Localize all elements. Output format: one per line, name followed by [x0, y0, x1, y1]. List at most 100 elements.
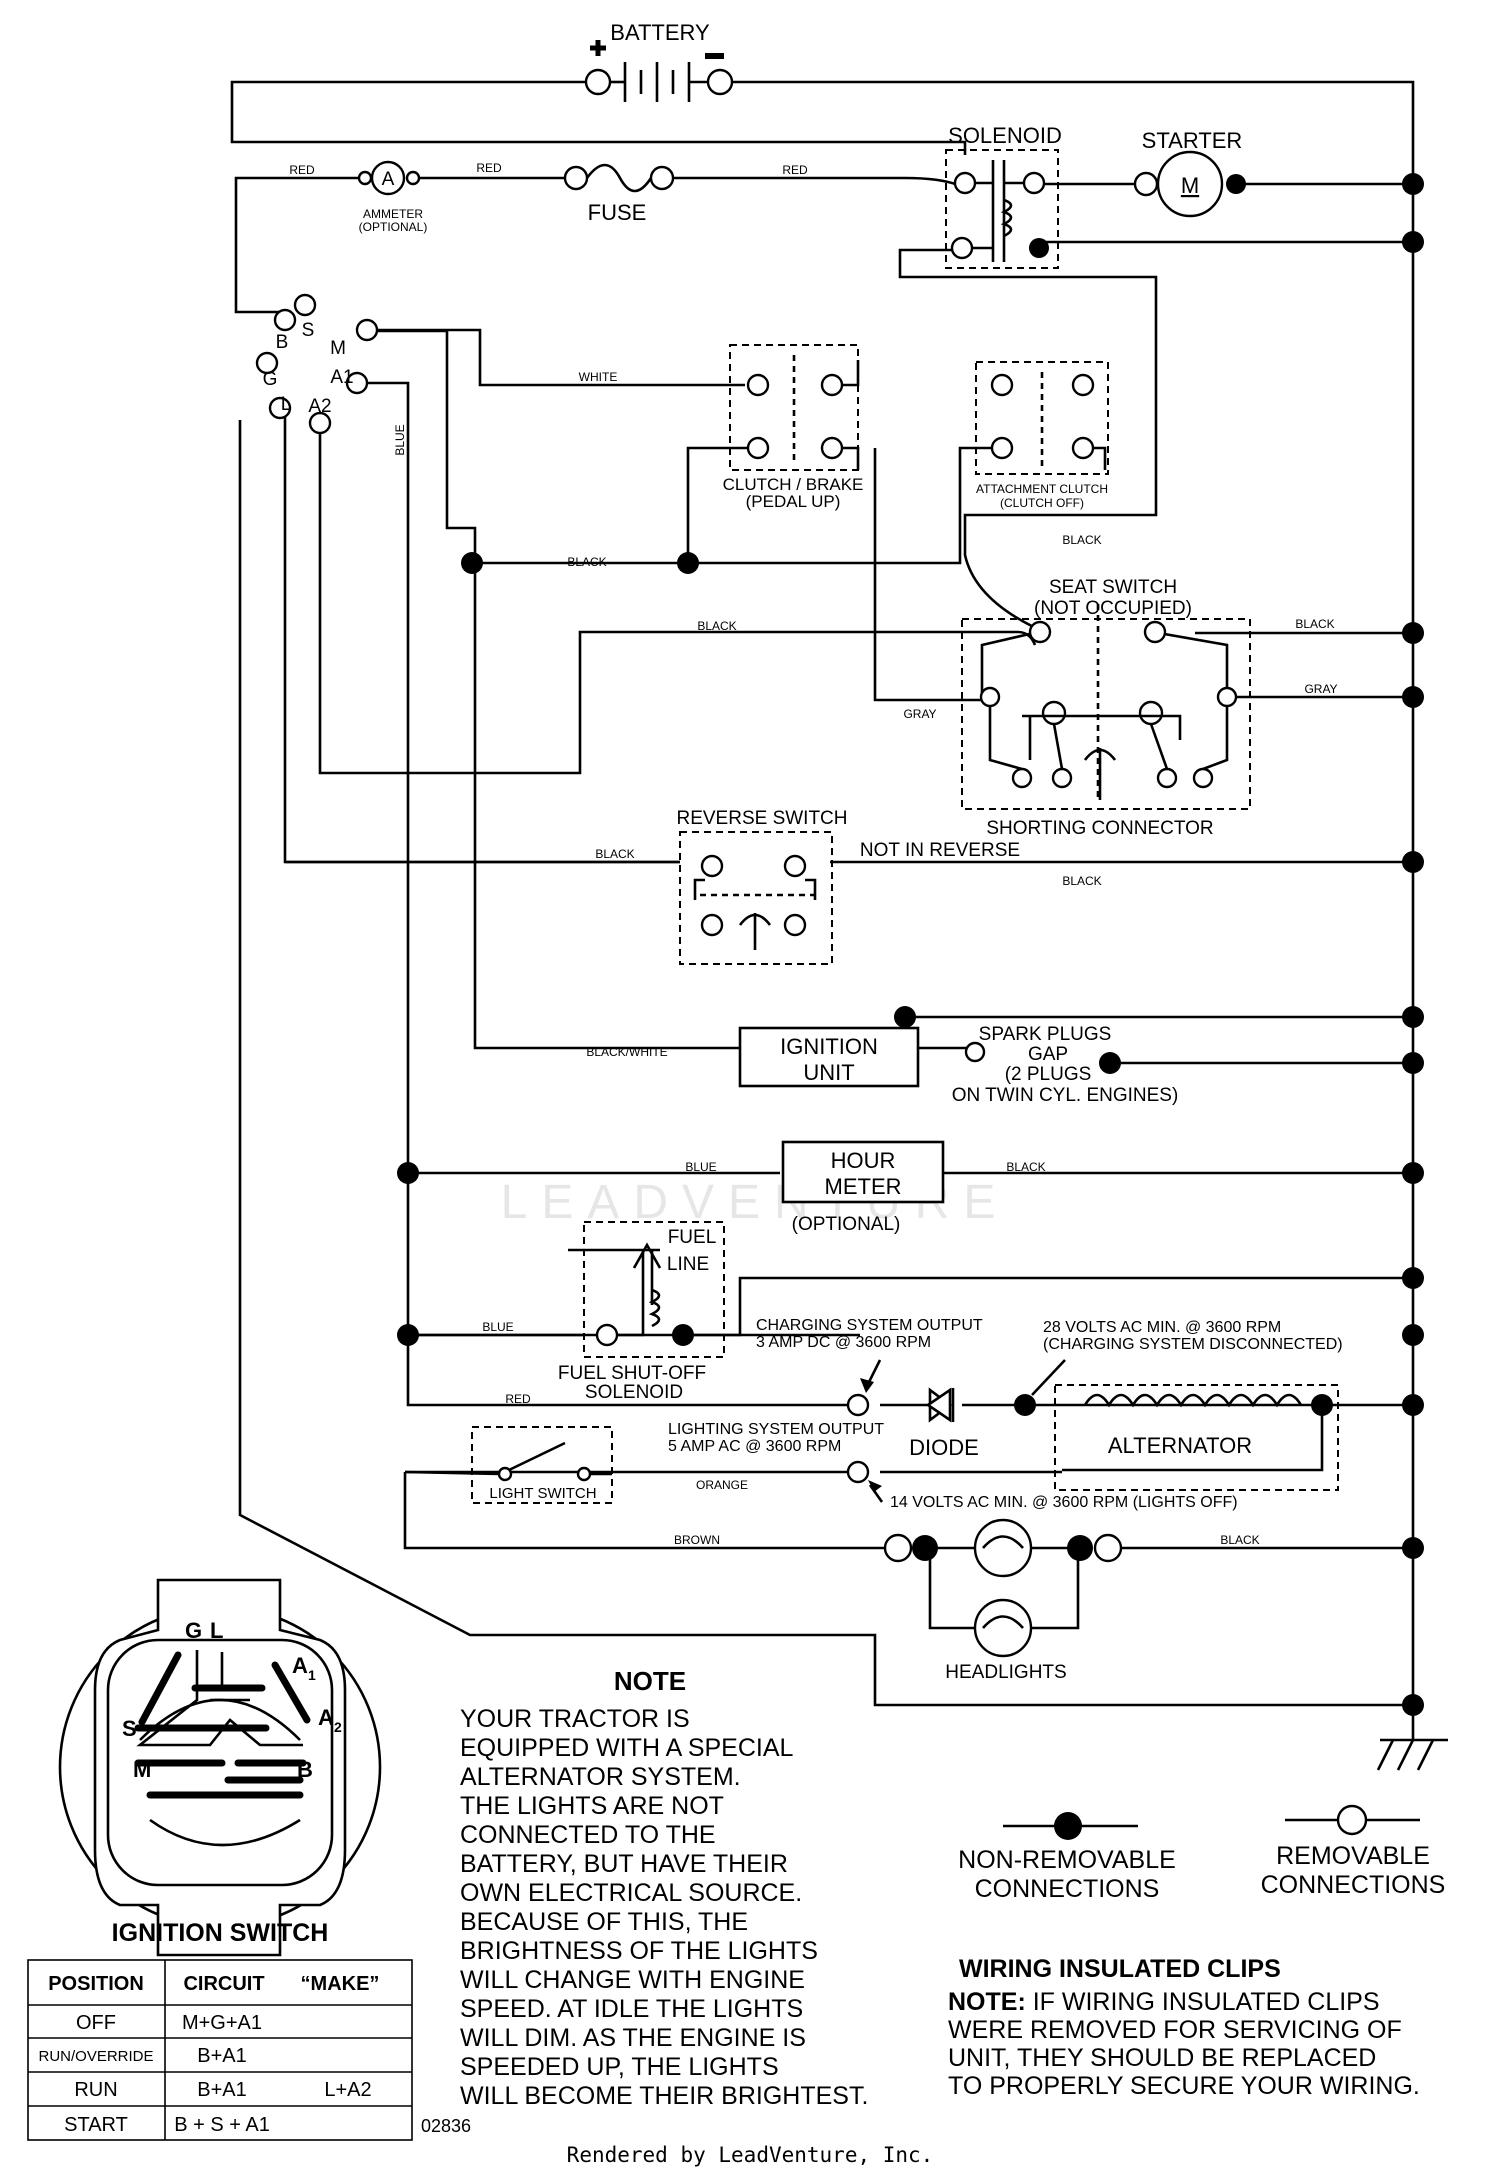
battery-negative-terminal [706, 68, 734, 96]
legend-non-removable-2: CONNECTIONS [975, 1875, 1160, 1903]
spark-plugs-line-1: SPARK PLUGS [979, 1024, 1112, 1045]
ammeter-label: AMMETER [363, 207, 423, 221]
legend-removable-2: CONNECTIONS [1261, 1871, 1446, 1899]
terminal-m: M [330, 338, 346, 359]
note-line: ALTERNATOR SYSTEM. [460, 1763, 741, 1791]
wire-labels: RED RED RED WHITE BLUE BLACK BLACK BLACK… [289, 161, 1337, 1547]
attachment-clutch-sub: (CLUTCH OFF) [1000, 496, 1084, 510]
diode-icon [925, 1387, 952, 1423]
clips-line: NOTE: IF WIRING INSULATED CLIPS [948, 1988, 1380, 2016]
seat-switch: SEAT SWITCH (NOT OCCUPIED) SHORTING CONN… [961, 577, 1424, 839]
note-line: CONNECTED TO THE [460, 1821, 716, 1849]
fuel-line-2: LINE [667, 1254, 709, 1275]
not-in-reverse-label: NOT IN REVERSE [860, 840, 1020, 861]
switch-letter-a1-sub: 1 [308, 1667, 316, 1683]
headlight-icon [973, 1598, 1033, 1658]
battery-positive-terminal [584, 68, 612, 96]
seat-switch-label: SEAT SWITCH [1049, 577, 1177, 598]
headlight-icon [973, 1518, 1033, 1578]
attachment-clutch-label: ATTACHMENT CLUTCH [976, 482, 1108, 496]
table-cell-position: RUN/OVERRIDE [38, 2048, 153, 2065]
junctions [461, 552, 699, 574]
solenoid-label: SOLENOID [948, 123, 1062, 148]
clips-title: WIRING INSULATED CLIPS [959, 1955, 1281, 1983]
clips-line: WERE REMOVED FOR SERVICING OF [948, 2016, 1402, 2044]
note-block: NOTE YOUR TRACTOR IS EQUIPPED WITH A SPE… [460, 1666, 868, 2110]
starter: STARTER M [1133, 128, 1424, 253]
note-title: NOTE [614, 1666, 686, 1696]
switch-letter-m: M [133, 1757, 151, 1782]
solenoid: SOLENOID [945, 123, 1062, 269]
note-line: WILL DIM. AS THE ENGINE IS [460, 2024, 806, 2052]
note-line: SPEEDED UP, THE LIGHTS [460, 2053, 779, 2081]
terminal-a2: A2 [308, 396, 331, 417]
switch-letter-s: S [122, 1716, 137, 1741]
spark-plugs-line-4: ON TWIN CYL. ENGINES) [952, 1085, 1179, 1106]
clips-note-label: NOTE: [948, 1988, 1026, 2016]
hour-meter: HOUR METER (OPTIONAL) [397, 1140, 1424, 1235]
reverse-switch: REVERSE SWITCH NOT IN REVERSE [676, 808, 1424, 965]
hour-meter-optional: (OPTIONAL) [792, 1214, 901, 1235]
ac-28-line-2: (CHARGING SYSTEM DISCONNECTED) [1043, 1336, 1343, 1353]
ignition-switch-face: G L A 1 A 2 S M B [58, 1578, 382, 1957]
note-line: OWN ELECTRICAL SOURCE. [460, 1879, 802, 1907]
wires [230, 80, 1448, 1771]
lighting-output-line-1: LIGHTING SYSTEM OUTPUT [668, 1421, 884, 1438]
wire-label-orange: ORANGE [696, 1478, 748, 1492]
table-cell-circuit: B + S + A1 [174, 2114, 270, 2136]
wire-label-blue: BLUE [393, 424, 407, 455]
terminal-a1: A1 [330, 367, 353, 388]
ammeter: A AMMETER (OPTIONAL) [357, 160, 428, 234]
footer-credit: Rendered by LeadVenture, Inc. [567, 2143, 934, 2167]
note-line: SPEED. AT IDLE THE LIGHTS [460, 1995, 803, 2023]
fuel-solenoid-label-1: FUEL SHUT-OFF [558, 1363, 706, 1384]
clips-line-first: IF WIRING INSULATED CLIPS [1026, 1988, 1380, 2016]
ammeter-optional: (OPTIONAL) [359, 220, 428, 234]
table-header-make: “MAKE” [301, 1973, 380, 1995]
hour-meter-line-1: HOUR [831, 1148, 896, 1173]
switch-letter-a2-sub: 2 [334, 1719, 342, 1735]
wire-label-black: BLACK [567, 555, 606, 569]
wire-label-black: BLACK [1062, 533, 1101, 547]
fuse-label: FUSE [588, 200, 647, 225]
removable-connection-icon [1336, 1804, 1368, 1836]
wire-label-brown: BROWN [674, 1533, 720, 1547]
fuel-solenoid-label-2: SOLENOID [585, 1382, 683, 1403]
switch-letter-a2: A [318, 1705, 334, 1730]
wire-label-white: WHITE [579, 370, 618, 384]
starter-motor-symbol: M [1181, 173, 1199, 198]
wire-label-gray: GRAY [1304, 682, 1337, 696]
shorting-connector-label: SHORTING CONNECTOR [986, 818, 1213, 839]
battery-label: BATTERY [610, 20, 710, 45]
wire-label-red: RED [782, 163, 808, 177]
terminal-l: L [281, 394, 292, 415]
spark-plugs-line-3: (2 PLUGS [1005, 1064, 1092, 1085]
legend-removable-1: REMOVABLE [1276, 1842, 1430, 1870]
connection-legend: NON-REMOVABLE CONNECTIONS REMOVABLE CONN… [958, 1804, 1446, 1903]
diode-label: DIODE [909, 1435, 979, 1460]
charging-output-line-2: 3 AMP DC @ 3600 RPM [756, 1334, 931, 1351]
table-cell-circuit: B+A1 [197, 2079, 246, 2101]
wire-label-blue: BLUE [685, 1160, 716, 1174]
wire-label-red: RED [289, 163, 315, 177]
note-line: THE LIGHTS ARE NOT [460, 1792, 724, 1820]
wire-label-red: RED [476, 161, 502, 175]
table-header-position: POSITION [48, 1973, 144, 1995]
lighting-output-line-2: 5 AMP AC @ 3600 RPM [668, 1438, 841, 1455]
wire-label-black: BLACK [1295, 617, 1334, 631]
ignition-switch-table: IGNITION SWITCH POSITION CIRCUIT “MAKE” … [27, 1919, 471, 2141]
note-line: EQUIPPED WITH A SPECIAL [460, 1734, 794, 1762]
fuel-shutoff-solenoid: FUEL LINE FUEL SHUT-OFF SOLENOID [397, 1221, 1424, 1403]
charging-output-line-1: CHARGING SYSTEM OUTPUT [756, 1317, 983, 1334]
note-line: YOUR TRACTOR IS [460, 1705, 690, 1733]
table-cell-position: RUN [74, 2079, 117, 2101]
note-line: WILL CHANGE WITH ENGINE [460, 1966, 805, 1994]
ammeter-symbol: A [382, 169, 395, 190]
ignition-unit-line-1: IGNITION [780, 1034, 878, 1059]
seat-switch-sub: (NOT OCCUPIED) [1034, 598, 1192, 619]
switch-letter-a1: A [292, 1653, 308, 1678]
switch-letter-b: B [297, 1757, 313, 1782]
alternator-label: ALTERNATOR [1108, 1433, 1252, 1458]
attachment-clutch-switch: ATTACHMENT CLUTCH (CLUTCH OFF) [975, 361, 1109, 510]
